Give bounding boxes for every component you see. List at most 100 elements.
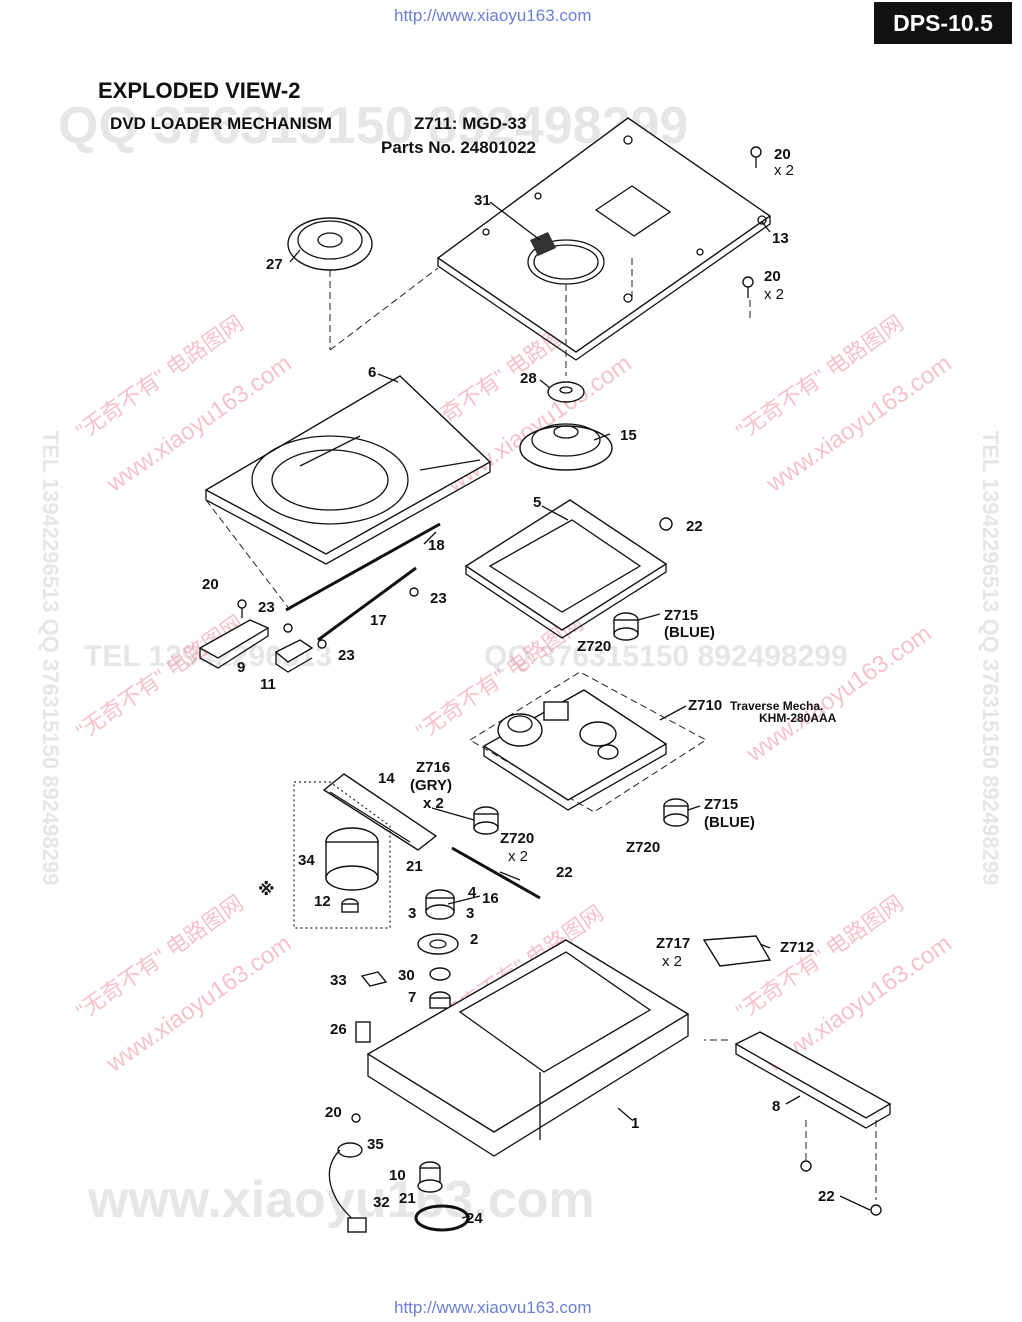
page-title: EXPLODED VIEW-2 xyxy=(98,78,301,103)
part-reference: Z711: MGD-33 xyxy=(414,114,527,133)
callout-13: 13 xyxy=(772,230,789,247)
callout-z712: Z712 xyxy=(780,939,815,956)
screw-20-bottom xyxy=(351,1113,361,1123)
z712-clip xyxy=(702,935,772,967)
part-6-tray xyxy=(204,375,492,565)
z710-traverse xyxy=(482,689,668,811)
screw-20-upper xyxy=(750,146,762,168)
callout-2: 2 xyxy=(470,931,479,948)
callout-26: 26 xyxy=(330,1021,347,1038)
screw-22-bottom xyxy=(870,1204,882,1216)
callout-20-upper: 20 xyxy=(774,146,791,163)
watermark-qq-top: QQ 376315150 892498299 xyxy=(58,97,689,155)
callout-16: 16 xyxy=(482,890,499,907)
callout-z710-model: KHM-280AAA xyxy=(759,711,837,725)
screw-20-left xyxy=(237,599,247,618)
callout-30: 30 xyxy=(398,967,415,984)
watermark-www-bottom: www.xiaoyu163.com xyxy=(88,1171,595,1229)
callout-8: 8 xyxy=(772,1098,781,1115)
part-15-turntable xyxy=(519,423,613,471)
callout-34: 34 xyxy=(298,852,315,869)
screw-22-top xyxy=(659,517,673,531)
part-8-slider xyxy=(734,1031,892,1129)
callout-20-right-qty: x 2 xyxy=(764,286,785,303)
z715-damper-upper xyxy=(613,612,639,641)
callout-12: 12 xyxy=(314,893,331,910)
page-subtitle: DVD LOADER MECHANISM xyxy=(110,114,332,133)
part-34-motor xyxy=(325,827,379,891)
callout-5: 5 xyxy=(533,494,542,511)
part-13-top-cover xyxy=(436,117,772,361)
part-30-washer xyxy=(429,967,451,981)
part-12-pulley xyxy=(341,898,359,913)
callout-z715-right: Z715 xyxy=(704,796,739,813)
part-2-cam xyxy=(417,933,459,955)
part-26-plate xyxy=(355,1021,371,1043)
callout-24: 24 xyxy=(466,1210,483,1227)
callout-z720-upper: Z720 xyxy=(577,638,612,655)
callout-33: 33 xyxy=(330,972,347,989)
part-32-connector xyxy=(347,1217,367,1233)
z715-damper-right xyxy=(663,798,689,827)
part-11-bracket xyxy=(274,639,314,673)
callout-21-upper: 21 xyxy=(406,858,423,875)
callout-z710: Z710 xyxy=(688,697,723,714)
part-7-gear xyxy=(429,991,451,1009)
callout-1: 1 xyxy=(631,1115,640,1132)
callout-14: 14 xyxy=(378,770,395,787)
callout-20-right: 20 xyxy=(764,268,781,285)
callout-z717: Z717 xyxy=(656,935,691,952)
callout-z715-right-color: (BLUE) xyxy=(704,814,755,831)
callout-20-left: 20 xyxy=(202,576,219,593)
callout-z716-qty: x 2 xyxy=(423,795,444,812)
callout-z720-lower: Z720 xyxy=(626,839,661,856)
callout-23-a: 23 xyxy=(258,599,275,616)
callout-z716: Z716 xyxy=(416,759,451,776)
callout-9: 9 xyxy=(237,659,246,676)
part-9-bracket xyxy=(198,619,270,669)
callout-18: 18 xyxy=(428,537,445,554)
parts-number: Parts No. 24801022 xyxy=(381,138,536,157)
part-4-gear xyxy=(425,889,455,920)
part-24-belt xyxy=(414,1204,470,1232)
screw-22-lower xyxy=(800,1160,812,1172)
callout-6: 6 xyxy=(368,364,377,381)
callout-32: 32 xyxy=(373,1194,390,1211)
z716-damper xyxy=(473,806,499,835)
part-33-pad xyxy=(360,971,388,987)
source-url-bottom[interactable]: http://www.xiaovu163.com xyxy=(394,1298,592,1317)
model-badge: DPS-10.5 xyxy=(874,2,1012,44)
callout-z715-upper: Z715 xyxy=(664,607,699,624)
screw-23-b xyxy=(409,587,419,597)
callout-17: 17 xyxy=(370,612,387,629)
callout-z720-mid: Z720 xyxy=(500,830,535,847)
screw-23-c xyxy=(317,639,327,649)
callout-23-c: 23 xyxy=(338,647,355,664)
callout-21-lower: 21 xyxy=(399,1190,416,1207)
part-10-pulley xyxy=(417,1161,443,1193)
part-28-magnet xyxy=(547,381,585,403)
part-35-harness xyxy=(328,1142,363,1223)
callout-23-b: 23 xyxy=(430,590,447,607)
part-5-frame xyxy=(464,499,668,639)
callout-10: 10 xyxy=(389,1167,406,1184)
callout-note-mark: ※ xyxy=(258,880,275,899)
callout-35: 35 xyxy=(367,1136,384,1153)
callout-z710-name: Traverse Mecha. xyxy=(730,699,824,713)
callout-4: 4 xyxy=(468,884,477,901)
screw-20-right xyxy=(742,276,754,298)
callout-28: 28 xyxy=(520,370,537,387)
part-14-rack xyxy=(322,773,438,851)
part-1-chassis xyxy=(366,939,690,1157)
callout-22-bottom: 22 xyxy=(818,1188,835,1205)
callout-22-mid: 22 xyxy=(556,864,573,881)
callout-22-top: 22 xyxy=(686,518,703,535)
source-url-top[interactable]: http://www.xiaoyu163.com xyxy=(394,6,592,25)
callout-3-left: 3 xyxy=(408,905,417,922)
callout-z720-mid-qty: x 2 xyxy=(508,848,529,865)
callout-20-bottom: 20 xyxy=(325,1104,342,1121)
callout-3-right: 3 xyxy=(466,905,475,922)
callout-7: 7 xyxy=(408,989,417,1006)
callout-20-upper-qty: x 2 xyxy=(774,162,795,179)
